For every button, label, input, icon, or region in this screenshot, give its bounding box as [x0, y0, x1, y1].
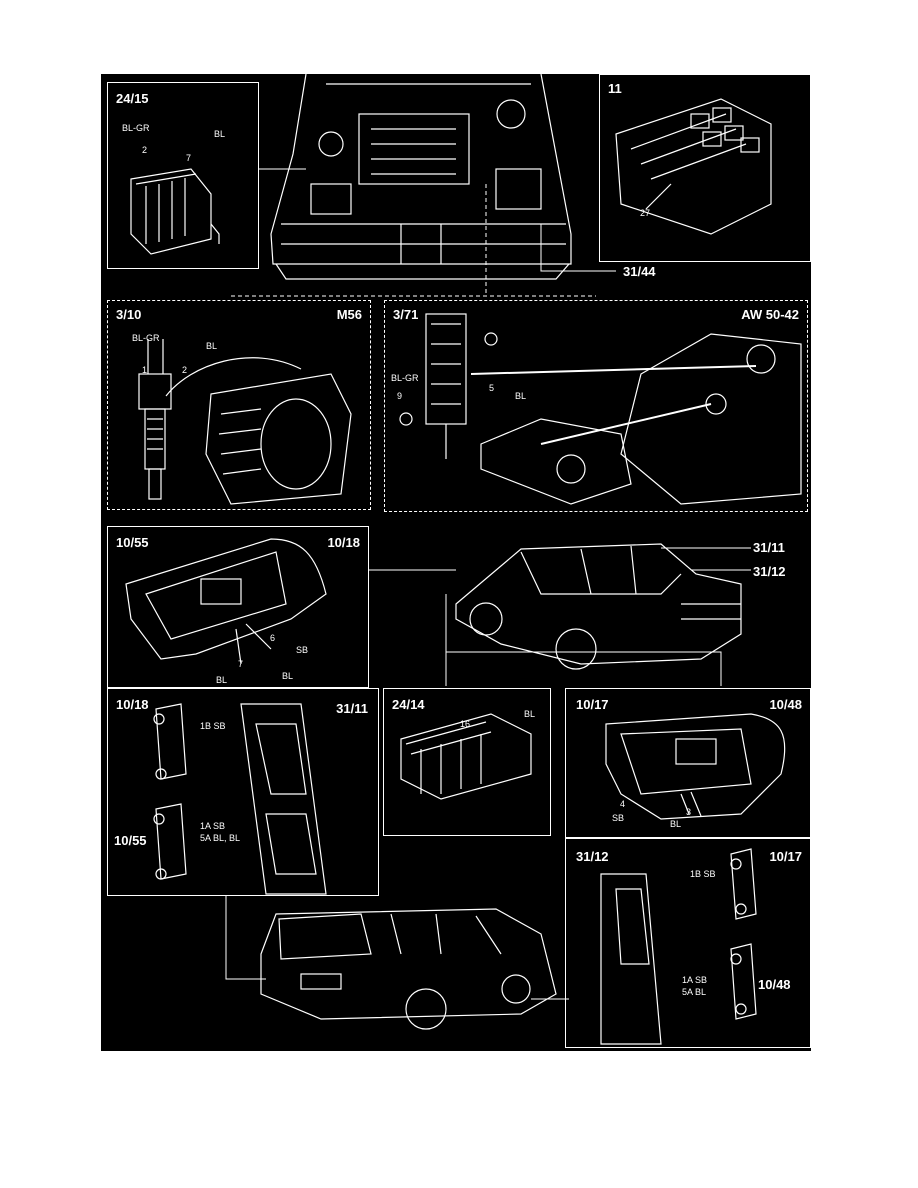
panel-id: 31/12	[576, 849, 609, 864]
wire-color-label: SB	[296, 645, 309, 655]
connector-2415-drawing	[130, 168, 220, 255]
pin-number-label: 3	[686, 807, 692, 817]
pin-number-label: 2	[182, 365, 188, 375]
wire-color-label: BL	[524, 709, 536, 719]
pin-number-label: 5	[489, 383, 495, 393]
panel-ref: 31/11	[336, 701, 368, 716]
panel-24-15: 24/15 BL-GR BL 2 7	[107, 82, 259, 269]
engine-bay-drawing	[270, 74, 572, 280]
pin-number-label: 7	[238, 659, 244, 669]
panel-ref-bulb: 10/55	[114, 833, 147, 848]
wire-color-label: BL	[216, 675, 228, 685]
transmission-model: M56	[336, 307, 362, 322]
panel-31-12: 31/12 10/17 10/48 1B SB 1A SB 5A BL	[565, 838, 811, 1048]
bulb-spec-label: 1A SB	[682, 975, 708, 985]
panel-ref-bulb: 10/48	[758, 977, 791, 992]
pin-number-label: 16	[460, 719, 471, 729]
diagram-sheet: 24/15 BL-GR BL 2 7 11 27 31/44 3/10 M56 …	[101, 74, 811, 1051]
panel-3-71: 3/71 AW 50-42 BL-GR BL 9 5	[384, 300, 808, 512]
tail-lamp-right-drawing	[605, 713, 786, 820]
panel-3-10: 3/10 M56 BL-GR BL 1 2	[107, 300, 371, 510]
panel-id: 24/14	[392, 697, 425, 712]
pin-number-label: 2	[142, 145, 148, 155]
ref-31-11: 31/11	[753, 540, 785, 555]
pin-number-label: 1	[142, 365, 148, 375]
pin-number-label: 27	[640, 208, 651, 218]
bulb-spec-label: 1B SB	[200, 721, 226, 731]
bulb-spec-label: 5A BL, BL	[200, 833, 241, 843]
ref-31-44: 31/44	[623, 264, 656, 279]
wire-color-label: BL	[282, 671, 294, 681]
bulb-spec-label: 1B SB	[690, 869, 716, 879]
panel-10-17: 10/17 10/48 4 SB 3 BL	[565, 688, 811, 838]
gear-selector-drawing	[399, 313, 802, 505]
wire-color-label: BL-GR	[132, 333, 160, 343]
panel-11: 11 27	[599, 74, 811, 262]
transmission-model: AW 50-42	[741, 307, 799, 322]
pillar-and-holder-3112-drawing	[600, 848, 757, 1045]
wire-color-label: BL-GR	[122, 123, 150, 133]
panel-id-secondary: 10/18	[327, 535, 360, 550]
panel-id: 10/17	[576, 697, 609, 712]
ref-31-12: 31/12	[753, 564, 786, 579]
pin-number-label: 7	[186, 153, 192, 163]
wire-color-label: BL-GR	[391, 373, 419, 383]
bulb-spec-label: 1A SB	[200, 821, 226, 831]
panel-24-14: 24/14 16 BL	[383, 688, 551, 836]
wire-color-label: BL	[515, 391, 527, 401]
wire-color-label: BL	[670, 819, 682, 829]
diagram-artwork	[125, 74, 802, 1045]
panel-10-18: 10/18 31/11 10/55 1B SB 1A SB 5A BL, BL	[107, 688, 379, 896]
wagon-drawing	[260, 908, 557, 1030]
bulb-spec-label: 5A BL	[682, 987, 707, 997]
panel-ref: 10/17	[769, 849, 802, 864]
wire-color-label: SB	[612, 813, 625, 823]
panel-id: 3/71	[393, 307, 419, 322]
panel-id-secondary: 10/48	[769, 697, 802, 712]
tail-lamp-left-drawing	[125, 538, 327, 665]
panel-id: 11	[608, 81, 622, 96]
bulb-holder-1018-drawing	[153, 703, 327, 895]
wire-color-label: BL	[214, 129, 226, 139]
panel-id: 10/18	[116, 697, 149, 712]
wire-color-label: BL	[206, 341, 218, 351]
panel-id: 3/10	[116, 307, 142, 322]
sedan-drawing	[455, 543, 742, 670]
panel-10-55: 10/55 10/18 6 SB 7 BL BL	[107, 526, 369, 688]
panel-id: 24/15	[116, 91, 149, 106]
pin-number-label: 9	[397, 391, 403, 401]
pin-number-label: 4	[620, 799, 626, 809]
connector-2414-drawing	[400, 713, 532, 800]
switch-and-gearbox-drawing	[138, 339, 352, 505]
relay-box-drawing	[615, 98, 772, 235]
panel-id: 10/55	[116, 535, 149, 550]
pin-number-label: 6	[270, 633, 276, 643]
